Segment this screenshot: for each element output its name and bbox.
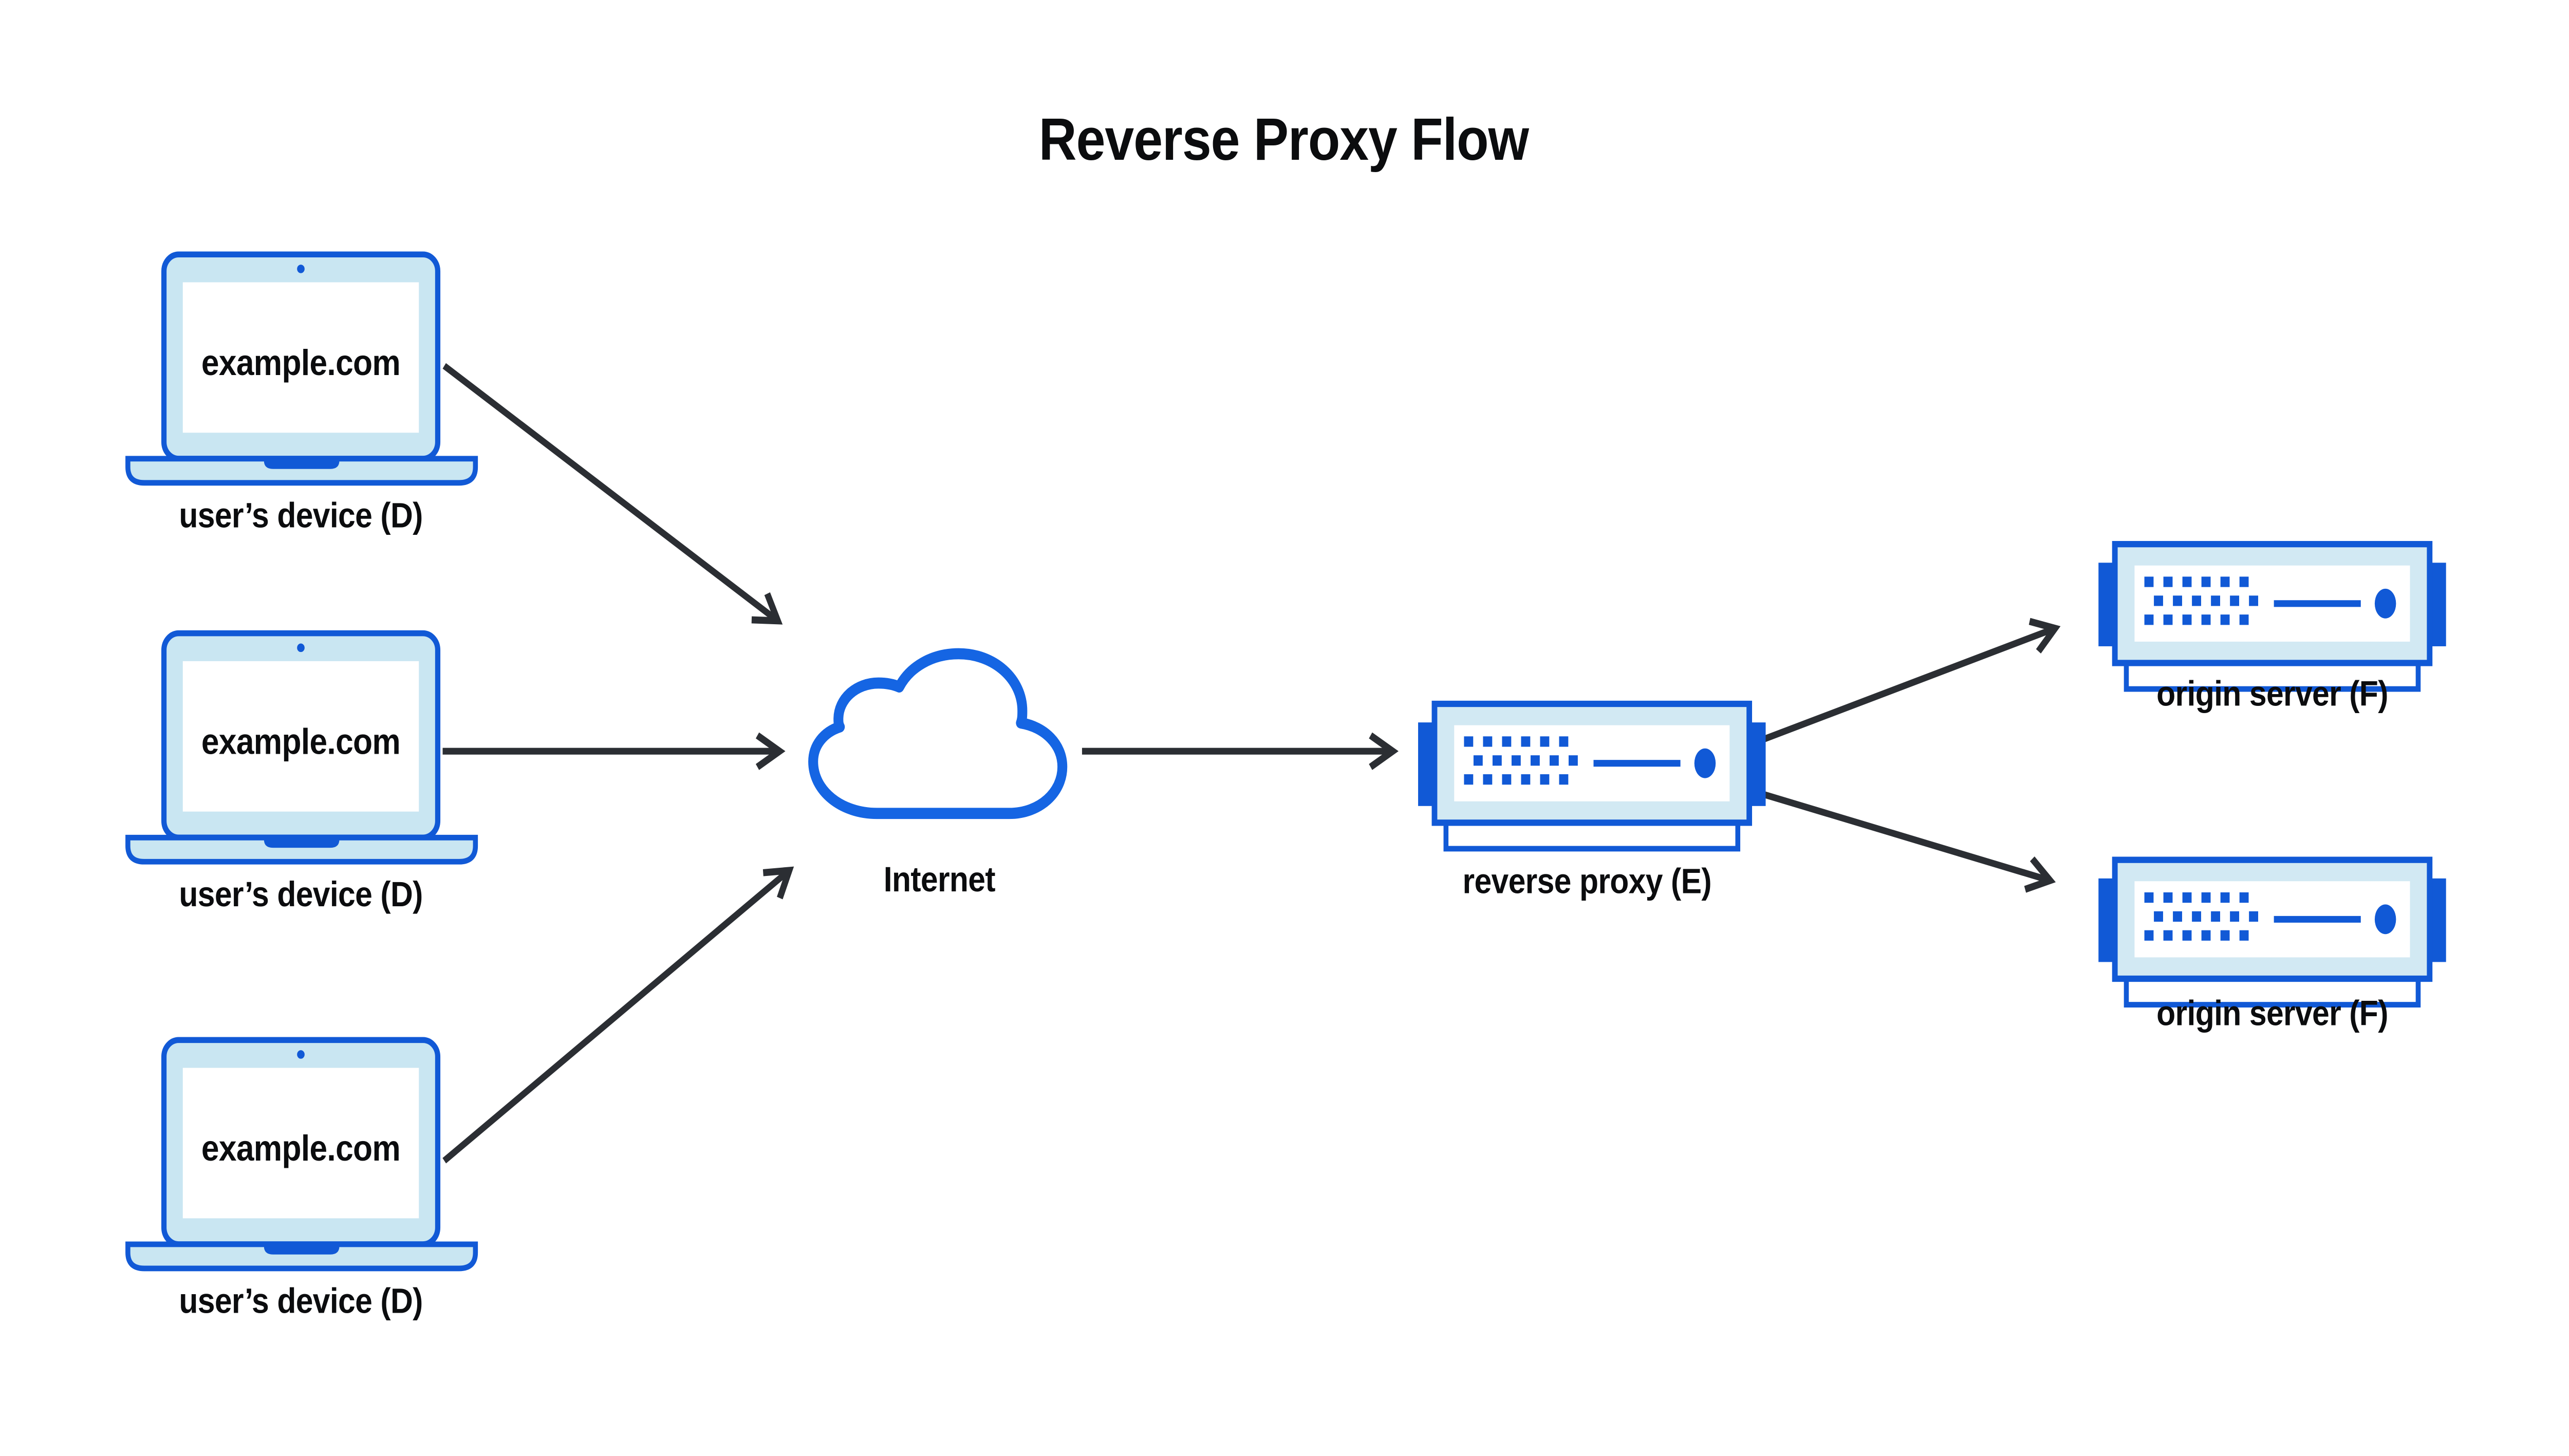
arrow-device1-to-internet bbox=[442, 363, 783, 625]
arrow-proxy-to-origin1 bbox=[1758, 618, 2061, 744]
device3-label: user’s device (D) bbox=[179, 1281, 422, 1320]
reverse-proxy-label: reverse proxy (E) bbox=[1462, 861, 1711, 901]
user-device-1: example.com user’s device (D) bbox=[128, 254, 475, 535]
user-device-3: example.com user’s device (D) bbox=[128, 1040, 475, 1321]
internet-node: Internet bbox=[808, 648, 1068, 899]
page-title: Reverse Proxy Flow bbox=[1039, 106, 1530, 173]
device1-label: user’s device (D) bbox=[179, 495, 422, 535]
reverse-proxy-node: reverse proxy (E) bbox=[1418, 704, 1765, 901]
device3-screen-text: example.com bbox=[201, 1129, 400, 1169]
origin-server-2: origin server (F) bbox=[2098, 860, 2446, 1033]
flow-arrows bbox=[442, 363, 2061, 1164]
arrow-device3-to-internet bbox=[442, 866, 794, 1164]
device2-label: user’s device (D) bbox=[179, 874, 422, 913]
server-icon bbox=[1418, 704, 1765, 849]
server-icon bbox=[2098, 860, 2446, 1005]
device2-screen-text: example.com bbox=[201, 722, 400, 762]
cloud-icon bbox=[808, 648, 1068, 819]
origin-server1-label: origin server (F) bbox=[2156, 674, 2388, 713]
arrow-proxy-to-origin2 bbox=[1758, 790, 2056, 893]
internet-label: Internet bbox=[884, 860, 995, 899]
origin-server2-label: origin server (F) bbox=[2156, 993, 2388, 1033]
server-icon bbox=[2098, 544, 2446, 689]
user-device-2: example.com user’s device (D) bbox=[128, 633, 475, 914]
origin-server-1: origin server (F) bbox=[2098, 544, 2446, 713]
device1-screen-text: example.com bbox=[201, 343, 400, 383]
